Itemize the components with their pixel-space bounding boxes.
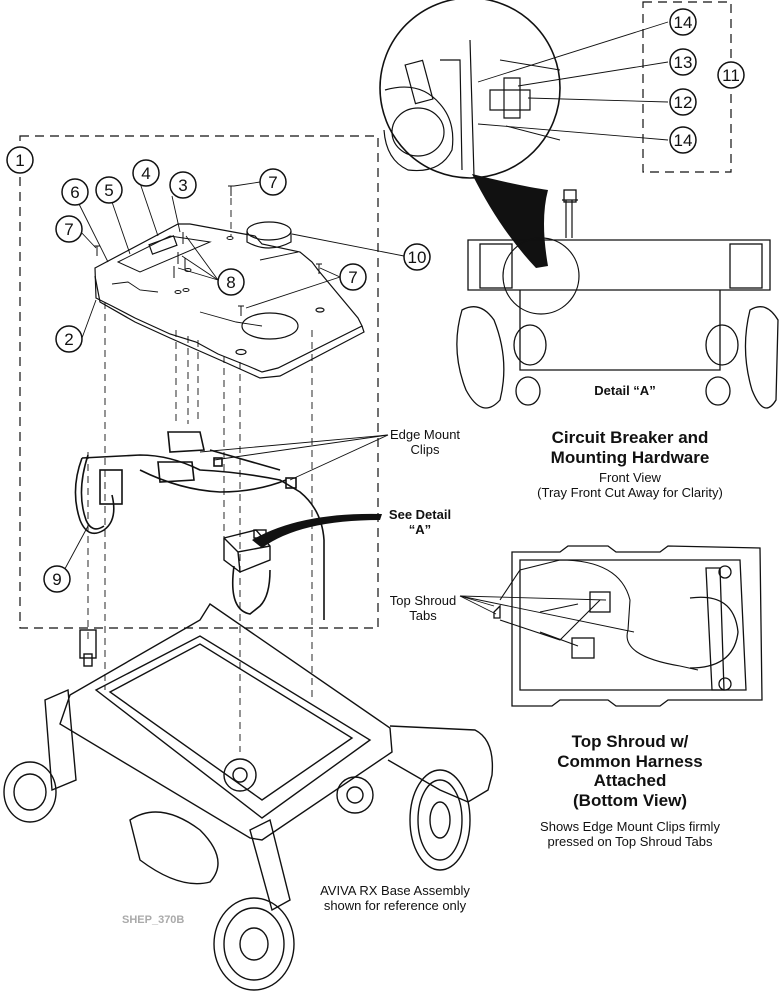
callout-circle-7b [259,168,287,196]
callout-circle-9 [43,565,71,593]
detail-magnifier-cone [472,174,548,268]
callout-circle-7c [339,263,367,291]
callout-circle-2 [55,325,83,353]
leader-lines [59,21,669,633]
callout-circle-4 [132,159,160,187]
callout-circle-3 [169,171,197,199]
base-assembly-note: AVIVA RX Base Assembly shown for referen… [320,883,470,913]
callout-circle-14b [669,126,697,154]
callout-number-10: 10 [408,248,427,267]
base-assembly-drawing [44,603,494,912]
top-shroud-subtitle: Shows Edge Mount Clips firmly pressed on… [540,819,720,849]
callout-number-5: 5 [104,181,113,200]
wheel-drawings [3,761,471,991]
callout-number-8: 8 [226,273,235,292]
edge-mount-clips-label: Edge Mount Clips [389,427,461,457]
callout-circle-13 [669,48,697,76]
top-shroud-drawing [94,223,365,379]
assembly-guide-lines [87,198,313,752]
callout-circle-10 [403,243,431,271]
callout-number-7b: 7 [268,173,277,192]
callout-circle-11 [717,61,745,89]
part-10-puck [246,221,292,249]
detail-zoom-circle [379,0,561,179]
callout-number-4: 4 [141,164,150,183]
callout-circle-8 [217,268,245,296]
callout-number-6: 6 [70,183,79,202]
callout-number-12: 12 [674,93,693,112]
circuit-breaker-subtitle: Front View (Tray Front Cut Away for Clar… [537,470,723,500]
front-view-drawing [456,189,779,409]
callout-number-7a: 7 [64,220,73,239]
common-harness-drawing [74,431,325,620]
assembly-1-dashed-box [19,135,379,629]
see-detail-leader [252,513,382,548]
circuit-breaker-title: Circuit Breaker and Mounting Hardware [550,428,710,467]
figure-code: SHEP_370B [122,914,185,926]
callout-number-9: 9 [52,570,61,589]
top-shroud-tabs-label: Top Shroud Tabs [389,593,457,623]
circuit-breaker-drawing [223,529,271,573]
callout-number-13: 13 [674,53,693,72]
callout-number-7c: 7 [348,268,357,287]
callout-number-14b: 14 [674,131,693,150]
callout-circle-5 [95,176,123,204]
callout-circle-7a [55,215,83,243]
detail-a-label: Detail “A” [594,383,656,398]
callout-number-11: 11 [722,66,740,85]
callout-circle-14a [669,8,697,36]
callout-number-3: 3 [178,176,187,195]
callout-number-1: 1 [15,151,24,170]
top-shroud-title: Top Shroud w/ Common Harness Attached (B… [557,732,703,810]
callout-number-14a: 14 [674,13,693,32]
bottom-view-drawing [493,545,763,707]
callout-circle-12 [669,88,697,116]
callout-number-2: 2 [64,330,73,349]
see-detail-label: See Detail “A” [388,507,452,537]
callout-circle-1 [6,146,34,174]
callout-circle-6 [61,178,89,206]
callout-bubbles [6,8,745,593]
